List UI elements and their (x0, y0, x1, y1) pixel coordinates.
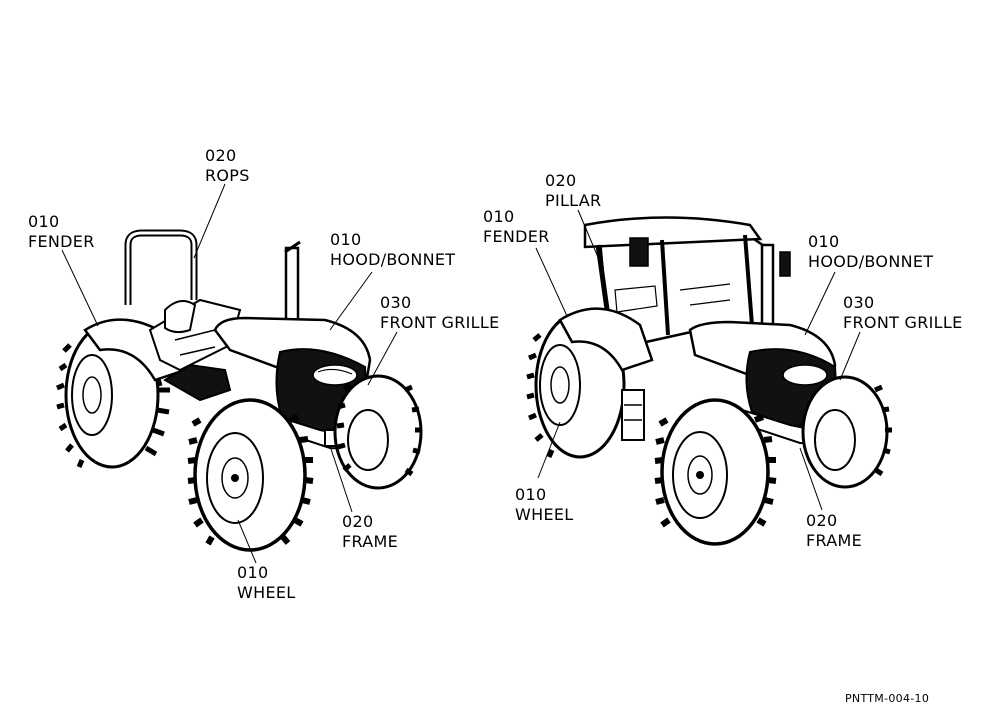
label-left-wheel: 010 WHEEL (237, 563, 295, 603)
label-name: FRAME (806, 531, 863, 550)
label-name: PILLAR (545, 191, 602, 210)
right-front-wheel (654, 398, 777, 546)
label-name: ROPS (205, 166, 250, 185)
label-right-grille: 030 FRONT GRILLE (843, 293, 963, 333)
label-code: 010 (808, 232, 840, 251)
label-name: WHEEL (515, 505, 574, 524)
label-name: HOOD/BONNET (808, 252, 934, 271)
label-left-fender: 010 FENDER (28, 212, 95, 252)
label-code: 020 (205, 146, 237, 165)
label-right-hood: 010 HOOD/BONNET (808, 232, 933, 272)
label-right-frame: 020 FRAME (806, 511, 862, 551)
label-code: 010 (515, 485, 547, 504)
label-left-hood: 010 HOOD/BONNET (330, 230, 455, 270)
label-name: FRONT GRILLE (380, 313, 500, 332)
label-code: 030 (380, 293, 412, 312)
rops-frame (124, 229, 198, 305)
left-front-far-wheel (333, 374, 423, 490)
label-code: 010 (483, 207, 515, 226)
label-code: 020 (806, 511, 838, 530)
left-rear-wheel (56, 321, 170, 469)
label-left-rops: 020 ROPS (205, 146, 250, 186)
label-name: FENDER (28, 232, 95, 251)
label-name: FRAME (342, 532, 399, 551)
label-code: 010 (330, 230, 362, 249)
label-left-grille: 030 FRONT GRILLE (380, 293, 500, 333)
label-code: 010 (237, 563, 269, 582)
left-tractor (56, 183, 423, 564)
right-fender (558, 307, 654, 372)
label-code: 030 (843, 293, 875, 312)
label-left-frame: 020 FRAME (342, 512, 398, 552)
label-name: WHEEL (237, 583, 296, 602)
label-name: HOOD/BONNET (330, 250, 456, 269)
label-code: 020 (342, 512, 374, 531)
left-front-wheel (187, 398, 314, 552)
label-code: 010 (28, 212, 60, 231)
figure-code: PNTTM-004-10 (845, 692, 930, 705)
right-tractor (526, 209, 892, 546)
label-right-wheel: 010 WHEEL (515, 485, 573, 525)
label-name: FRONT GRILLE (843, 313, 963, 332)
right-leader-lines (535, 209, 861, 511)
exhaust-stack (284, 246, 300, 322)
left-leader-lines (61, 183, 398, 564)
label-right-fender: 010 FENDER (483, 207, 550, 247)
cab-roof (583, 216, 763, 249)
right-front-far-wheel (801, 375, 892, 489)
label-right-pillar: 020 PILLAR (545, 171, 601, 211)
label-code: 020 (545, 171, 577, 190)
label-name: FENDER (483, 227, 550, 246)
